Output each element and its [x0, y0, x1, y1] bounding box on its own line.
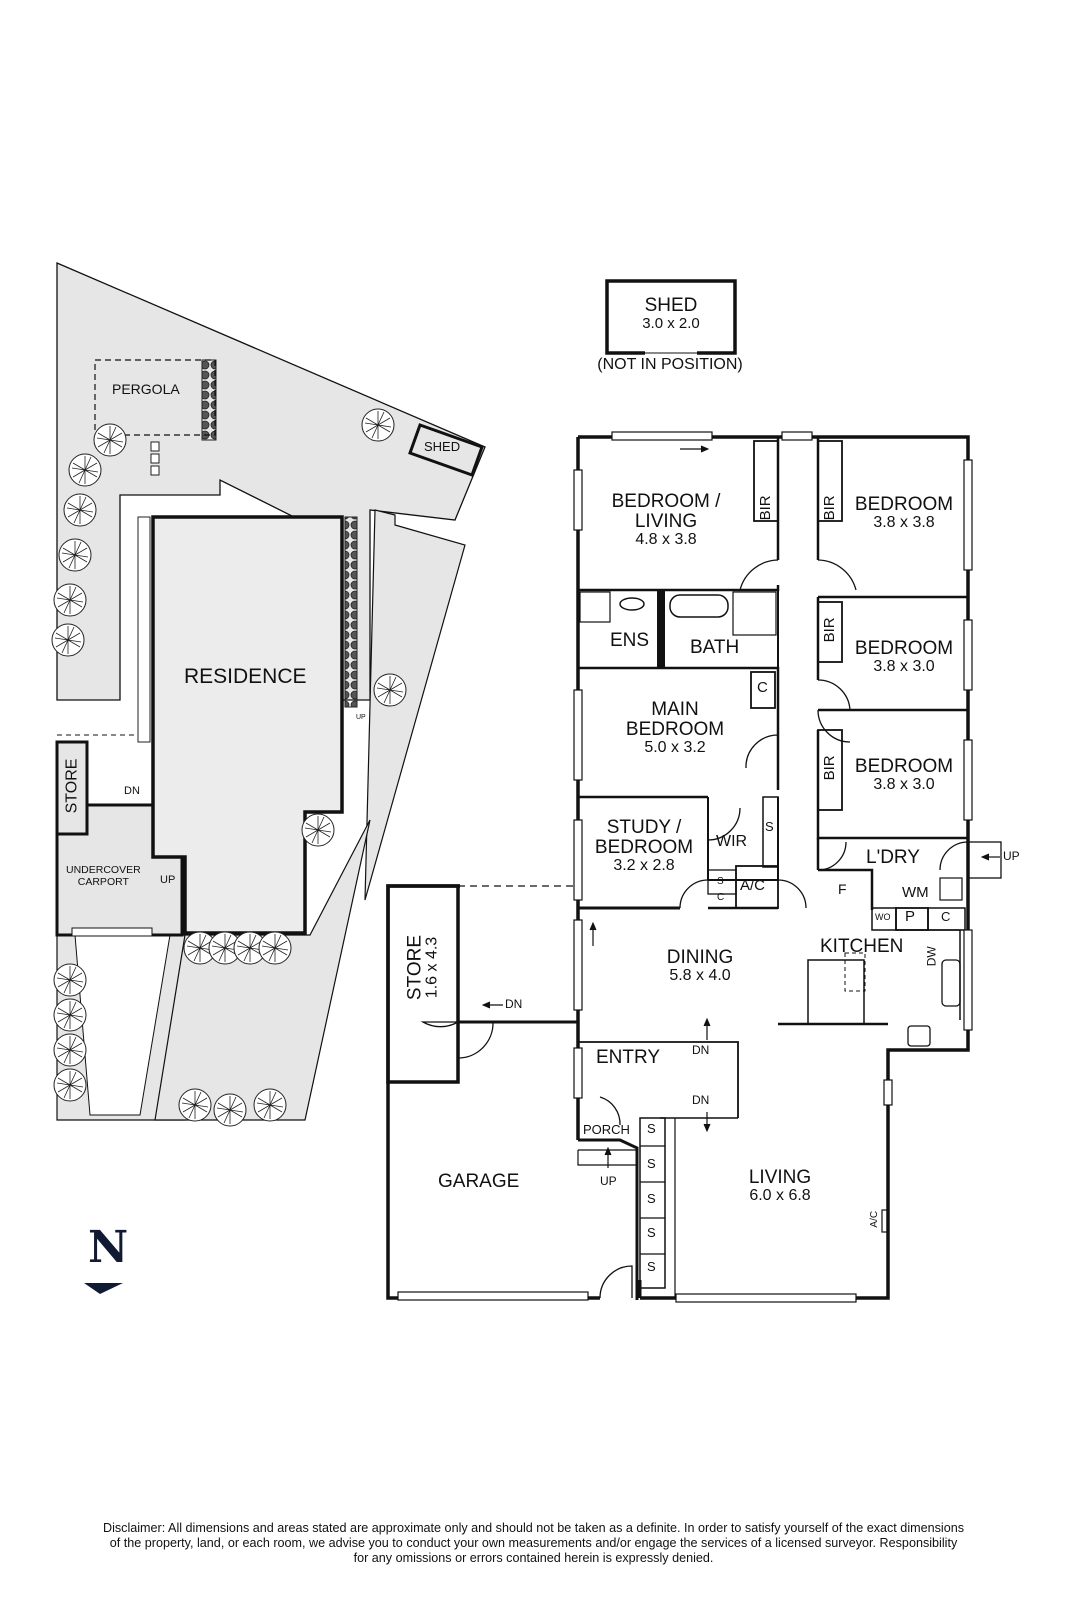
- arrow-store-dn: DN: [505, 997, 523, 1011]
- room-main-bedroom-name-2: BEDROOM: [625, 718, 725, 740]
- room-bedroom-e1-name: BEDROOM: [854, 638, 954, 659]
- fixture-s-4: S: [647, 1225, 656, 1240]
- site-store-label: STORE: [63, 758, 81, 814]
- site-side-up-label: UP: [356, 714, 366, 721]
- fixture-c-kitchen: C: [941, 909, 951, 924]
- compass-arrow-icon: [84, 1283, 123, 1294]
- disclaimer-line-2: of the property, land, or each room, we …: [109, 1536, 958, 1550]
- room-study-bedroom-name-2: BEDROOM: [594, 836, 694, 858]
- room-store: STORE 1.6 x 4.3: [404, 923, 441, 1013]
- site-carport-line-1: UNDERCOVER: [66, 864, 141, 876]
- site-residence-label: RESIDENCE: [184, 665, 307, 688]
- room-bedroom-ne-dimensions: 3.8 x 3.8: [873, 513, 935, 531]
- shed-detail-label: SHED 3.0 x 2.0: [607, 296, 735, 332]
- fixture-s-5: S: [647, 1259, 656, 1274]
- room-living-dimensions: 6.0 x 6.8: [749, 1186, 811, 1204]
- fixture-wm: WM: [902, 884, 929, 901]
- room-main-bedroom-name-1: MAIN: [651, 699, 699, 720]
- site-carport-up-label: UP: [160, 874, 176, 886]
- room-ensuite: ENS: [610, 630, 650, 651]
- room-study-bedroom-name-1: STUDY /: [606, 817, 682, 838]
- shed-detail-title: SHED: [644, 295, 698, 316]
- room-study-bedroom-dimensions: 3.2 x 2.8: [613, 856, 675, 874]
- room-main-bedroom-dimensions: 5.0 x 3.2: [644, 738, 706, 756]
- room-wir: WIR: [716, 833, 748, 850]
- fixture-bir-3: BIR: [821, 617, 839, 643]
- disclaimer-line-1: Disclaimer: All dimensions and areas sta…: [102, 1521, 965, 1535]
- fixture-s-small: S: [717, 876, 724, 887]
- room-laundry: L'DRY: [866, 847, 920, 868]
- fixture-c-main: C: [757, 679, 768, 696]
- arrow-porch-up: UP: [600, 1174, 617, 1188]
- fixture-ac: A/C: [740, 877, 766, 894]
- site-plan: [51, 262, 486, 1127]
- room-kitchen: KITCHEN: [820, 936, 904, 957]
- room-store-dimensions: 1.6 x 4.3: [423, 936, 441, 999]
- fixture-p: P: [905, 908, 916, 925]
- site-store-dn-label: DN: [124, 785, 140, 797]
- site-carport-line-2: CARPORT: [77, 876, 129, 888]
- room-bedroom-living-dimensions: 4.8 x 3.8: [635, 530, 697, 548]
- fixture-dw: DW: [924, 946, 939, 967]
- shed-detail-box: [605, 279, 737, 355]
- room-study-bedroom: STUDY / BEDROOM 3.2 x 2.8: [584, 818, 704, 875]
- room-bedroom-e2: BEDROOM 3.8 x 3.0: [844, 757, 964, 794]
- room-bedroom-living-name-2: LIVING: [634, 510, 698, 532]
- fixture-f: F: [838, 881, 847, 897]
- fixture-c-small: C: [717, 892, 725, 903]
- fixture-s-3: S: [647, 1191, 656, 1206]
- room-dining-dimensions: 5.8 x 4.0: [669, 966, 731, 984]
- room-bedroom-ne: BEDROOM 3.8 x 3.8: [844, 495, 964, 532]
- floor-plan-walls: [386, 431, 1002, 1303]
- shed-detail-note: (NOT IN POSITION): [597, 356, 743, 373]
- site-carport-label: UNDERCOVER CARPORT: [66, 864, 141, 888]
- room-store-name: STORE: [404, 934, 426, 1001]
- room-garage: GARAGE: [438, 1171, 520, 1192]
- fixture-s-1: S: [647, 1121, 656, 1136]
- shed-detail-dimensions: 3.0 x 2.0: [642, 314, 700, 332]
- disclaimer-line-3: for any omissions or errors contained he…: [353, 1551, 714, 1565]
- fixture-bir-4: BIR: [821, 755, 839, 781]
- room-bedroom-living-name-1: BEDROOM /: [611, 491, 721, 512]
- arrow-entry-dn: DN: [692, 1093, 710, 1107]
- room-dining: DINING 5.8 x 4.0: [640, 948, 760, 985]
- disclaimer: Disclaimer: All dimensions and areas sta…: [10, 1521, 1057, 1566]
- room-bedroom-e2-dimensions: 3.8 x 3.0: [873, 775, 935, 793]
- fixture-s-2: S: [647, 1156, 656, 1171]
- fixture-wo: WO: [875, 912, 891, 922]
- fixture-ac-living: A/C: [868, 1210, 880, 1228]
- room-entry: ENTRY: [596, 1047, 661, 1068]
- fixture-bir-2: BIR: [821, 495, 839, 521]
- compass-north-label: N: [88, 1222, 129, 1273]
- room-living: LIVING 6.0 x 6.8: [720, 1168, 840, 1205]
- room-bedroom-e1: BEDROOM 3.8 x 3.0: [844, 639, 964, 676]
- room-bedroom-living: BEDROOM / LIVING 4.8 x 3.8: [596, 492, 736, 549]
- room-bath: BATH: [690, 637, 740, 658]
- room-bedroom-ne-name: BEDROOM: [854, 494, 954, 515]
- fixture-bir-1: BIR: [757, 495, 775, 521]
- room-porch: PORCH: [583, 1122, 630, 1137]
- arrow-dining-dn: DN: [692, 1043, 710, 1057]
- fixture-s-wir: S: [765, 819, 774, 834]
- site-shed-label: SHED: [424, 439, 461, 454]
- room-dining-name: DINING: [666, 947, 734, 968]
- site-pergola-label: PERGOLA: [112, 381, 180, 397]
- room-bedroom-e2-name: BEDROOM: [854, 756, 954, 777]
- room-living-name: LIVING: [748, 1167, 812, 1188]
- room-main-bedroom: MAIN BEDROOM 5.0 x 3.2: [600, 700, 750, 757]
- arrow-laundry-up: UP: [1003, 849, 1020, 863]
- room-bedroom-e1-dimensions: 3.8 x 3.0: [873, 657, 935, 675]
